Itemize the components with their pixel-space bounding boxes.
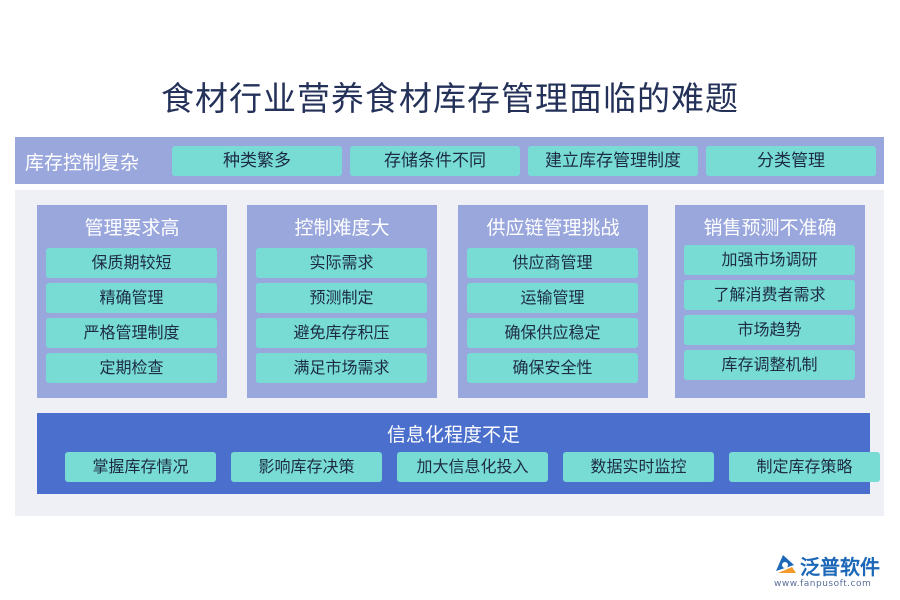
card-item: 供应商管理 bbox=[467, 248, 638, 278]
card-item: 预测制定 bbox=[256, 283, 427, 313]
card-item: 严格管理制度 bbox=[46, 318, 217, 348]
card-title: 供应链管理挑战 bbox=[486, 217, 620, 239]
logo-name: 泛普软件 bbox=[800, 555, 880, 579]
page-title: 食材行业营养食材库存管理面临的难题 bbox=[161, 79, 739, 118]
card-item: 市场趋势 bbox=[684, 315, 855, 345]
fanpu-logo-icon bbox=[776, 555, 796, 573]
card-item: 精确管理 bbox=[46, 283, 217, 313]
info-item: 掌握库存情况 bbox=[65, 452, 216, 482]
card-title: 管理要求高 bbox=[84, 217, 180, 239]
card-control-difficulty: 控制难度大 实际需求 预测制定 避免库存积压 满足市场需求 bbox=[247, 205, 437, 398]
informatization-band: 信息化程度不足 掌握库存情况 影响库存决策 加大信息化投入 数据实时监控 制定库… bbox=[37, 413, 880, 494]
informatization-title: 信息化程度不足 bbox=[386, 424, 520, 446]
top-item: 存储条件不同 bbox=[350, 146, 520, 176]
info-item: 影响库存决策 bbox=[231, 452, 382, 482]
logo-url: www.fanpusoft.com bbox=[774, 579, 872, 589]
info-item: 数据实时监控 bbox=[563, 452, 714, 482]
card-item: 定期检查 bbox=[46, 353, 217, 383]
card-item: 避免库存积压 bbox=[256, 318, 427, 348]
brand-logo: 泛普软件 www.fanpusoft.com bbox=[772, 551, 894, 591]
card-item: 加强市场调研 bbox=[684, 245, 855, 275]
top-item: 建立库存管理制度 bbox=[528, 146, 698, 176]
card-item: 保质期较短 bbox=[46, 248, 217, 278]
top-item: 种类繁多 bbox=[172, 146, 342, 176]
top-item: 分类管理 bbox=[706, 146, 876, 176]
card-supply-chain: 供应链管理挑战 供应商管理 运输管理 确保供应稳定 确保安全性 bbox=[458, 205, 648, 398]
card-sales-forecast: 销售预测不准确 加强市场调研 了解消费者需求 市场趋势 库存调整机制 bbox=[675, 205, 865, 398]
card-item: 了解消费者需求 bbox=[684, 280, 855, 310]
card-item: 库存调整机制 bbox=[684, 350, 855, 380]
card-item: 运输管理 bbox=[467, 283, 638, 313]
info-item: 制定库存策略 bbox=[729, 452, 880, 482]
card-item: 满足市场需求 bbox=[256, 353, 427, 383]
card-management-requirements: 管理要求高 保质期较短 精确管理 严格管理制度 定期检查 bbox=[37, 205, 227, 398]
info-item: 加大信息化投入 bbox=[397, 452, 548, 482]
inventory-control-label: 库存控制复杂 bbox=[25, 152, 140, 174]
card-item: 确保安全性 bbox=[467, 353, 638, 383]
card-title: 控制难度大 bbox=[294, 217, 390, 239]
card-item: 确保供应稳定 bbox=[467, 318, 638, 348]
card-item: 实际需求 bbox=[256, 248, 427, 278]
card-title: 销售预测不准确 bbox=[703, 217, 837, 239]
